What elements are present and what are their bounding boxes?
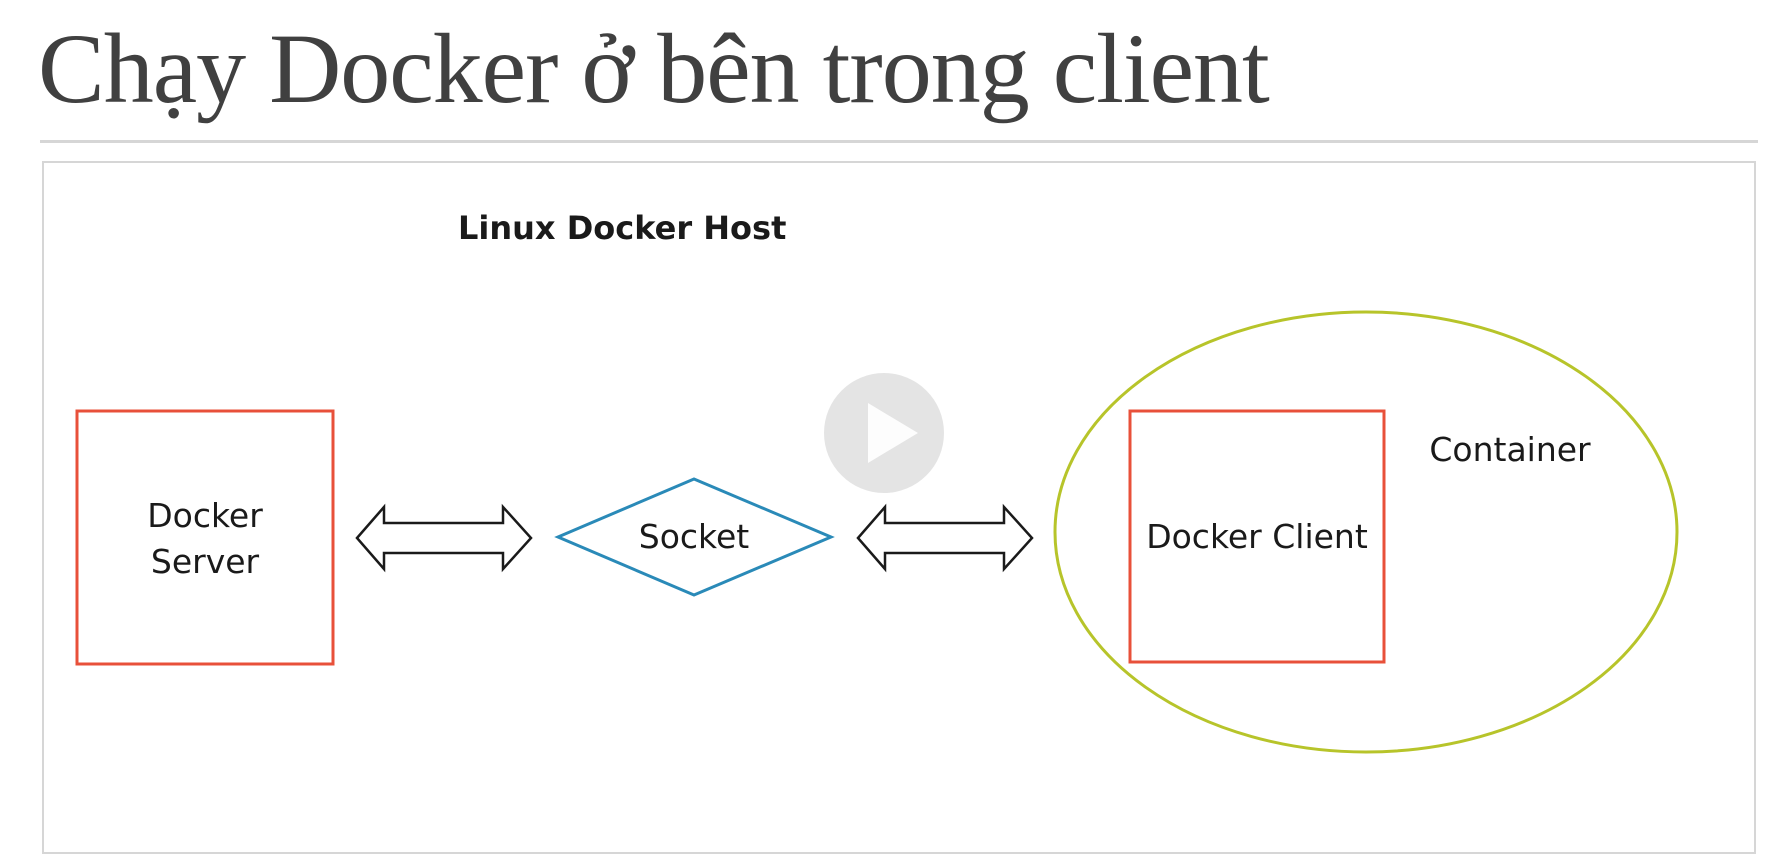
container-label: Container: [1429, 430, 1591, 469]
docker-server-box: [75, 409, 335, 666]
slide-title: Chạy Docker ở bên trong client: [38, 13, 1270, 124]
video-play-button[interactable]: [824, 373, 944, 493]
server-socket-double-arrow: [355, 503, 533, 573]
linux-docker-host-label: Linux Docker Host: [458, 209, 786, 247]
play-icon: [868, 403, 918, 463]
docker-server-label-line1: Docker: [147, 496, 263, 535]
socket-client-double-arrow: [856, 503, 1034, 573]
socket-label: Socket: [639, 517, 750, 556]
docker-server-label-line2: Server: [151, 542, 260, 581]
socket-diamond: [554, 477, 835, 597]
container-ellipse: [1053, 310, 1679, 754]
title-divider: [40, 140, 1758, 143]
docker-client-label: Docker Client: [1146, 517, 1368, 556]
docker-client-box: [1128, 409, 1386, 664]
